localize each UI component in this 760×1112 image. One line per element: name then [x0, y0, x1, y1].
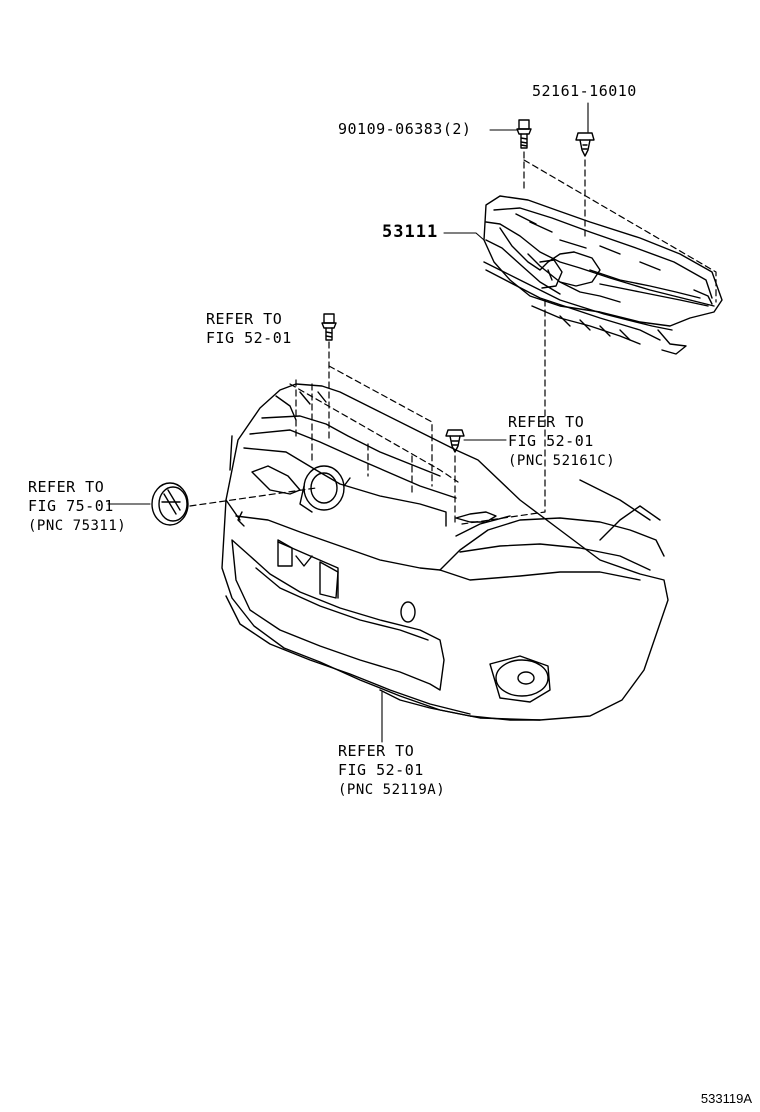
emblem-icon [151, 482, 189, 526]
leader-lines [107, 102, 589, 743]
refer-top-left-line2: FIG 52-01 [206, 329, 292, 347]
refer-clip-right-line3: (PNC 52161C) [508, 453, 616, 469]
refer-top-left-line1: REFER TO [206, 310, 283, 328]
figure-code: 533119A [700, 1091, 752, 1106]
refer-emblem-line1: REFER TO [28, 478, 105, 496]
bolt-refer-top-icon [321, 313, 337, 341]
part-number-53111[interactable]: 53111 [382, 222, 439, 242]
radiator-grille [483, 195, 723, 355]
clip-refer-right-icon [445, 429, 465, 453]
refer-clip-bracket [455, 511, 497, 523]
refer-emblem-line3: (PNC 75311) [28, 518, 127, 534]
part-number-90109[interactable]: 90109-06383(2) [338, 120, 472, 138]
refer-bumper-line2: FIG 52-01 [338, 761, 424, 779]
refer-bumper-line1: REFER TO [338, 742, 415, 760]
emblem-mount [299, 465, 351, 513]
bolt-90109-icon [516, 119, 532, 149]
refer-clip-right-line2: FIG 52-01 [508, 432, 594, 450]
assembly-lines [189, 151, 717, 525]
refer-bumper-line3: (PNC 52119A) [338, 782, 446, 798]
front-bumper [221, 383, 669, 721]
part-number-52161[interactable]: 52161-16010 [532, 82, 637, 100]
refer-clip-right-line1: REFER TO [508, 413, 585, 431]
refer-emblem-line2: FIG 75-01 [28, 497, 114, 515]
clip-52161-icon [575, 132, 595, 157]
